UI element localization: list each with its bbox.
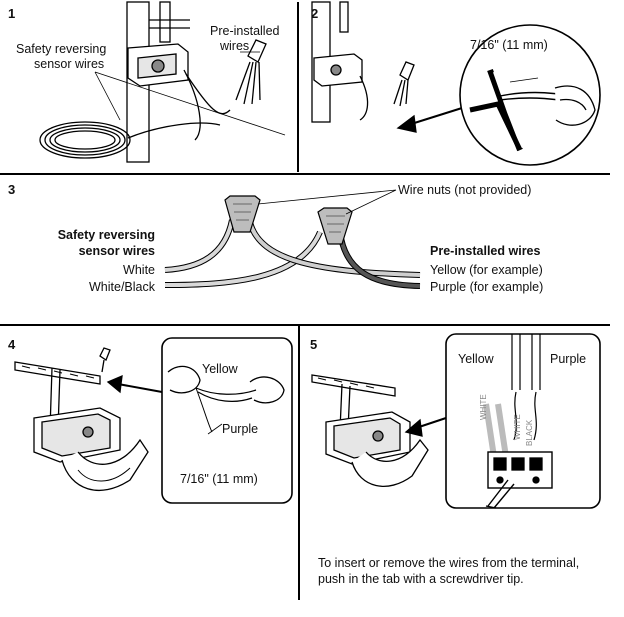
step4-purple-label: Purple xyxy=(222,422,259,436)
step1-illustration xyxy=(39,1,286,163)
step-number-1: 1 xyxy=(8,6,16,21)
step3-sensor-title-1: Safety reversing xyxy=(57,228,155,242)
step4-yellow-label: Yellow xyxy=(202,362,238,376)
step3-sensor-title-2: sensor wires xyxy=(78,244,155,258)
step2-measure-label: 7/16" (11 mm) xyxy=(470,38,548,52)
step-number-4: 4 xyxy=(8,337,16,352)
step4-measure-label: 7/16" (11 mm) xyxy=(180,472,258,486)
step5-illustration xyxy=(311,333,601,509)
step5-yellow-label: Yellow xyxy=(458,352,494,366)
step3-sensor-color-white: White xyxy=(123,263,155,277)
step1-preinstalled-label-2: wires xyxy=(220,39,250,53)
step4-illustration xyxy=(14,337,293,504)
step5-purple-label: Purple xyxy=(550,352,587,366)
step5-terminal-label-3: BLACK xyxy=(525,419,534,446)
step3-pre-color-yellow: Yellow (for example) xyxy=(430,263,543,277)
step-number-5: 5 xyxy=(310,337,318,352)
step5-note-1: To insert or remove the wires from the t… xyxy=(318,556,580,570)
step3-illustration xyxy=(164,189,421,289)
step2-illustration xyxy=(311,1,601,166)
step1-sensor-label-1: Safety reversing xyxy=(16,42,107,56)
step1-sensor-label-2: sensor wires xyxy=(34,57,105,71)
step5-note-2: push in the tab with a screwdriver tip. xyxy=(318,572,524,586)
step-number-2: 2 xyxy=(311,6,319,21)
step5-terminal-label-1: WHITE xyxy=(479,394,488,420)
step1-preinstalled-label-1: Pre-installed xyxy=(210,24,280,38)
step-number-3: 3 xyxy=(8,182,16,197)
step3-wire-nuts-label: Wire nuts (not provided) xyxy=(398,183,532,197)
step3-sensor-color-whiteblack: White/Black xyxy=(89,280,155,294)
step3-pre-color-purple: Purple (for example) xyxy=(430,280,544,294)
step3-pre-title: Pre-installed wires xyxy=(430,244,541,258)
